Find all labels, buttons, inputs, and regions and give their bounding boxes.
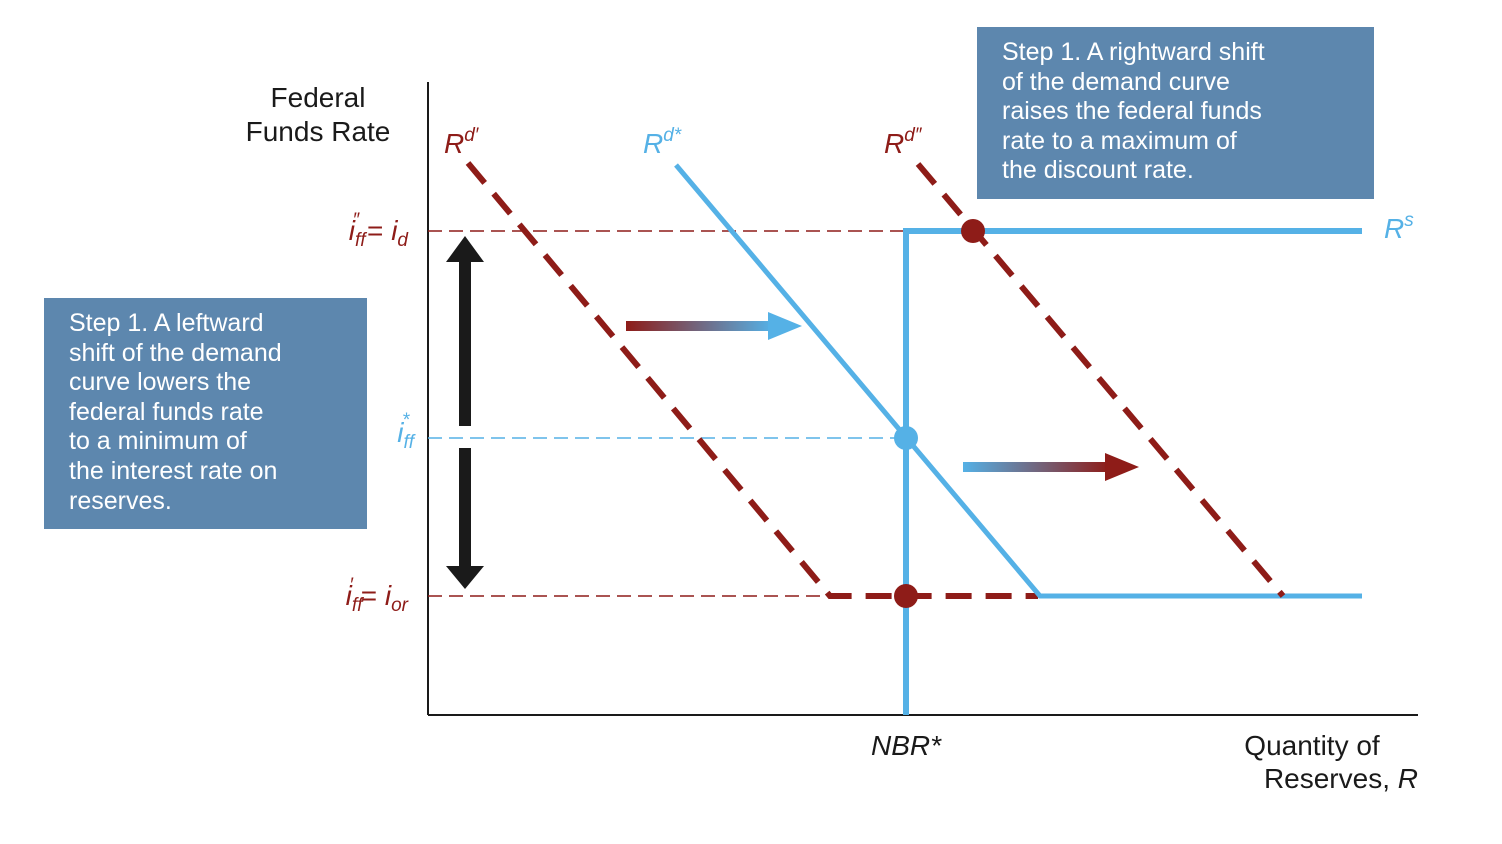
nbr-star-tick-label: NBR* [871,730,942,761]
svg-text:Quantity of: Quantity of [1244,730,1380,761]
note-rightward-shift: Step 1. A rightward shift of the demand … [977,27,1374,199]
x-axis-label-line2: Reserves, [1264,763,1398,794]
supply-label-sup: s [1404,210,1414,231]
rate-upper-i: i [349,215,356,246]
rate-lower-rhs-sub: or [391,595,409,616]
svg-text:NBR*: NBR* [871,730,942,761]
demand-right-label-base: R [884,128,904,159]
rate-lower-sub: ff [352,595,364,616]
supply-curve [903,228,1362,715]
rate-middle-i: i [397,417,404,448]
svg-text:Reserves, R: Reserves, R [1264,763,1418,794]
rate-lower-prime: ′ [349,575,354,596]
svg-text:iff*: iff* [397,410,416,453]
demand-left-label-base: R [444,128,464,159]
demand-star-label-base: R [643,128,663,159]
svg-text:Funds Rate: Funds Rate [246,116,391,147]
svg-text:iff″ = id: iff″ = id [349,210,410,251]
demand-curve-star [674,163,1362,599]
rate-upper-sub: ff [355,230,367,251]
supply-label-base: R [1384,213,1404,244]
svg-text:iff′ = ior: iff′ = ior [346,575,409,616]
demand-left-label-sup: d′ [464,125,480,146]
x-axis-label-variable: R [1398,763,1418,794]
y-axis-label-line2: Funds Rate [246,116,391,147]
svg-text:Federal: Federal [271,82,366,113]
svg-text:Rs: Rs [1384,210,1414,244]
rate-lower-equals: = [353,580,385,611]
y-axis-label-line1: Federal [271,82,366,113]
rate-upper-equals: = [359,215,391,246]
demand-curve-left [465,161,1038,599]
demand-star-label-sup: d* [663,125,682,146]
shift-arrow-left-to-star [626,312,802,340]
rate-middle-sub: ff [403,432,415,453]
equilibrium-point-upper [961,219,985,243]
rate-upper-rhs: i [391,215,398,246]
svg-text:Rd″: Rd″ [884,125,923,159]
rate-range-arrow [446,236,484,589]
equilibrium-point-lower [894,584,918,608]
svg-text:Rd*: Rd* [643,125,682,159]
rate-lower-i: i [346,580,353,611]
x-axis-label-line1: Quantity of [1244,730,1380,761]
rate-lower-rhs: i [385,580,392,611]
rate-upper-prime: ″ [353,210,361,231]
svg-text:Rd′: Rd′ [444,125,480,159]
note-leftward-shift: Step 1. A leftward shift of the demand c… [44,298,367,529]
rate-upper-rhs-sub: d [397,230,409,251]
shift-arrow-star-to-right [963,453,1139,481]
demand-right-label-sup: d″ [904,125,923,146]
rate-middle-sup: * [402,410,410,431]
equilibrium-point-middle [894,426,918,450]
